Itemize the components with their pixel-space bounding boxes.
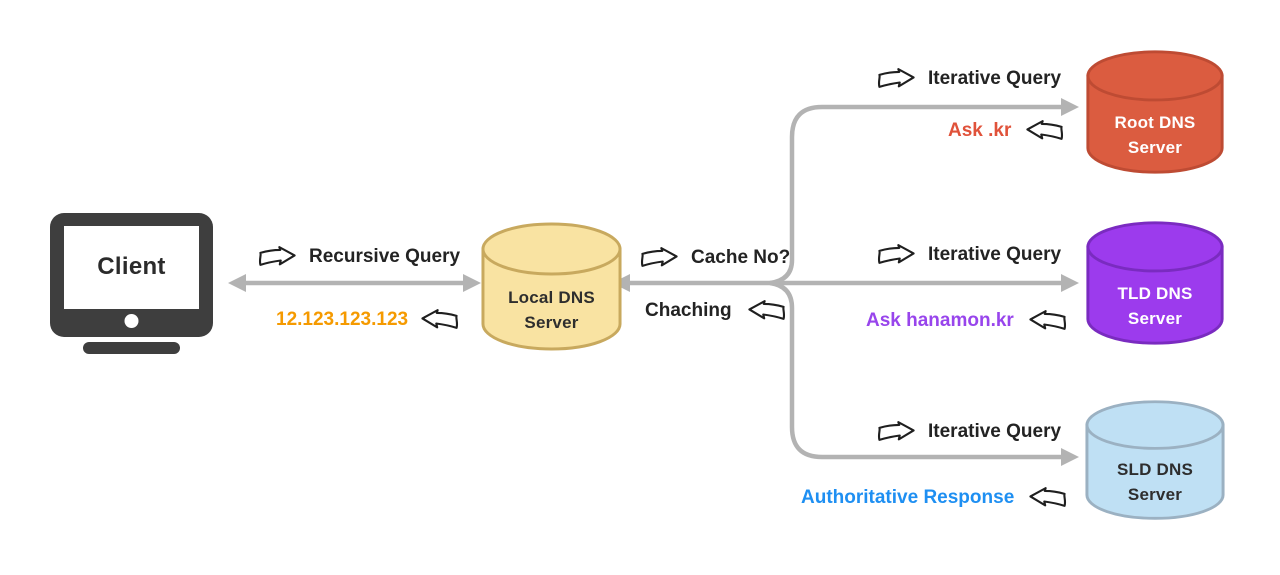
local-dns-label: Local DNS Server (508, 288, 595, 333)
client-response-label: 12.123.123.123 (276, 308, 461, 332)
client-node: Client (50, 213, 213, 354)
tld-response-text: Ask hanamon.kr (866, 310, 1014, 331)
client-label: Client (97, 253, 166, 281)
local-dns-node: Local DNS Server (478, 220, 625, 354)
curved-arrow-left-icon (421, 309, 459, 329)
root-dns-node: Root DNS Server (1083, 48, 1227, 177)
curved-arrow-right-icon (640, 247, 678, 267)
root-response-text: Ask .kr (948, 120, 1012, 141)
tld-response-label: Ask hanamon.kr (866, 309, 1069, 333)
arrowhead-right-tld (1061, 274, 1079, 292)
iterative-query-sld-label: Iterative Query (875, 420, 1061, 444)
arrowhead-right-root (1061, 98, 1079, 116)
curved-arrow-left-icon (1029, 487, 1067, 507)
arrowhead-right-sld (1061, 448, 1079, 466)
database-icon (1086, 50, 1224, 174)
iterative-query-root-label: Iterative Query (875, 67, 1061, 91)
caching-text: Chaching (645, 300, 732, 321)
curved-arrow-right-icon (877, 244, 915, 264)
sld-dns-label: SLD DNS Server (1116, 460, 1194, 504)
curved-arrow-left-icon (1029, 310, 1066, 330)
sld-dns-node: SLD DNS Server (1082, 398, 1228, 523)
recursive-query-text: Recursive Query (309, 246, 461, 267)
branch-sld-line (769, 280, 1063, 460)
client-response-text: 12.123.123.123 (276, 309, 409, 330)
curved-arrow-right-icon (877, 68, 915, 88)
iterative-query-tld-text: Iterative Query (928, 244, 1062, 265)
arrowhead-left-client (228, 274, 246, 292)
root-response-label: Ask .kr (948, 119, 1066, 143)
iterative-query-sld-text: Iterative Query (928, 421, 1062, 442)
tld-dns-label: TLD DNS Server (1117, 284, 1193, 328)
curved-arrow-right-icon (258, 246, 296, 266)
curved-arrow-right-icon (877, 421, 915, 441)
arrowhead-right-local (463, 274, 481, 292)
sld-response-label: Authoritative Response (801, 486, 1069, 510)
caching-label: Chaching (645, 299, 788, 323)
iterative-query-root-text: Iterative Query (928, 68, 1062, 89)
database-icon (1086, 221, 1224, 345)
recursive-query-label: Recursive Query (256, 245, 460, 269)
curved-arrow-left-icon (1026, 120, 1064, 140)
curved-arrow-left-icon (747, 300, 785, 320)
branch-root-line (769, 104, 1063, 286)
cache-question-label: Cache No? (638, 246, 790, 270)
sld-response-text: Authoritative Response (801, 487, 1015, 508)
database-icon (481, 222, 622, 351)
cache-question-text: Cache No? (691, 247, 791, 268)
iterative-query-tld-label: Iterative Query (875, 243, 1061, 267)
tld-dns-node: TLD DNS Server (1083, 219, 1227, 348)
monitor-icon (50, 213, 213, 354)
root-dns-label: Root DNS Server (1114, 113, 1196, 157)
database-icon (1085, 400, 1225, 520)
